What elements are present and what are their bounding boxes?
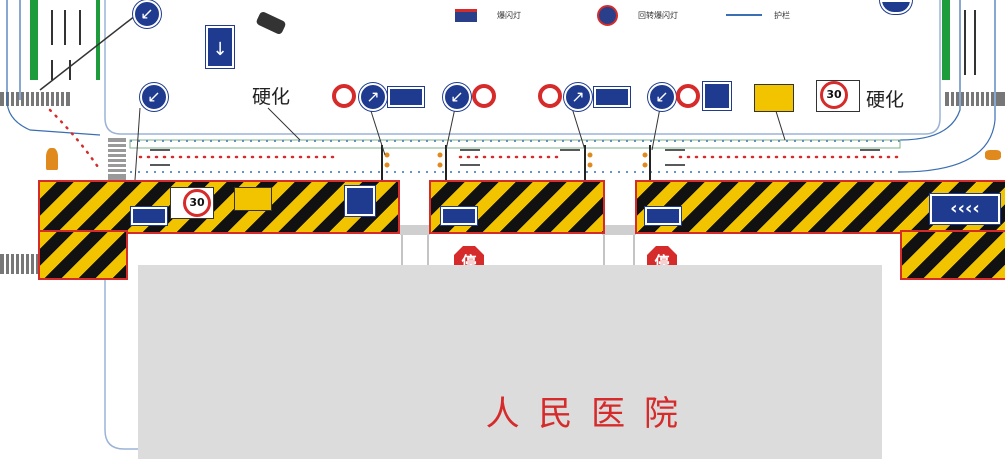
legend-flash-light-icon	[455, 9, 477, 22]
keep-left-sign-2-icon: ↙	[443, 83, 471, 111]
legend-flash-light-label: 爆闪灯	[497, 11, 521, 20]
no-u-turn-sign-icon	[332, 84, 356, 108]
no-u-turn-sign-4-icon	[676, 84, 700, 108]
bike-sign-hatch-1-icon	[131, 207, 167, 225]
hatched-zone-left-lower	[38, 230, 128, 280]
hospital-building	[138, 265, 882, 459]
keep-left-sign-icon: ↙	[140, 83, 168, 111]
bike-lane-sign-2-icon	[594, 87, 630, 107]
construction-worker-icon	[46, 148, 58, 170]
speed-limit-top-circle: 30	[820, 81, 848, 109]
straight-right-sign-2-icon: ↗	[564, 83, 592, 111]
construction-worker-icon-right	[985, 150, 1001, 160]
pedestrian-sign-hatch-icon	[345, 186, 375, 216]
hardened-label-right: 硬化	[866, 89, 905, 111]
bike-lane-sign-icon	[388, 87, 424, 107]
legend-guardrail-label: 护栏	[774, 11, 790, 20]
lane-direction-sign-icon: ↓	[206, 26, 234, 68]
pedestrian-crossing-sign-icon	[703, 82, 731, 110]
warning-sign-icon	[754, 84, 794, 112]
legend-guardrail-icon	[726, 14, 762, 16]
hardened-label-left: 硬化	[252, 86, 291, 108]
legend-rotating-light-label: 回转爆闪灯	[638, 11, 678, 20]
keep-left-sign-3-icon: ↙	[648, 83, 676, 111]
speed-limit-hatch-circle: 30	[183, 189, 211, 217]
warning-sign-hatch-icon	[234, 187, 272, 211]
straight-right-sign-icon: ↗	[359, 83, 387, 111]
hospital-name: 人 民 医 院	[485, 394, 682, 434]
bike-sign-hatch-2-icon	[441, 207, 477, 225]
hatched-zone-left	[38, 180, 400, 234]
legend-rotating-light-icon	[597, 5, 618, 26]
hatched-zone-right-lower	[900, 230, 1005, 280]
no-u-turn-sign-2-icon	[472, 84, 496, 108]
bike-sign-hatch-3-icon	[645, 207, 681, 225]
keep-left-arrow-icon: ↙	[133, 0, 161, 28]
chevron-sign-icon: ‹‹‹‹	[930, 194, 1000, 224]
no-u-turn-sign-3-icon	[538, 84, 562, 108]
